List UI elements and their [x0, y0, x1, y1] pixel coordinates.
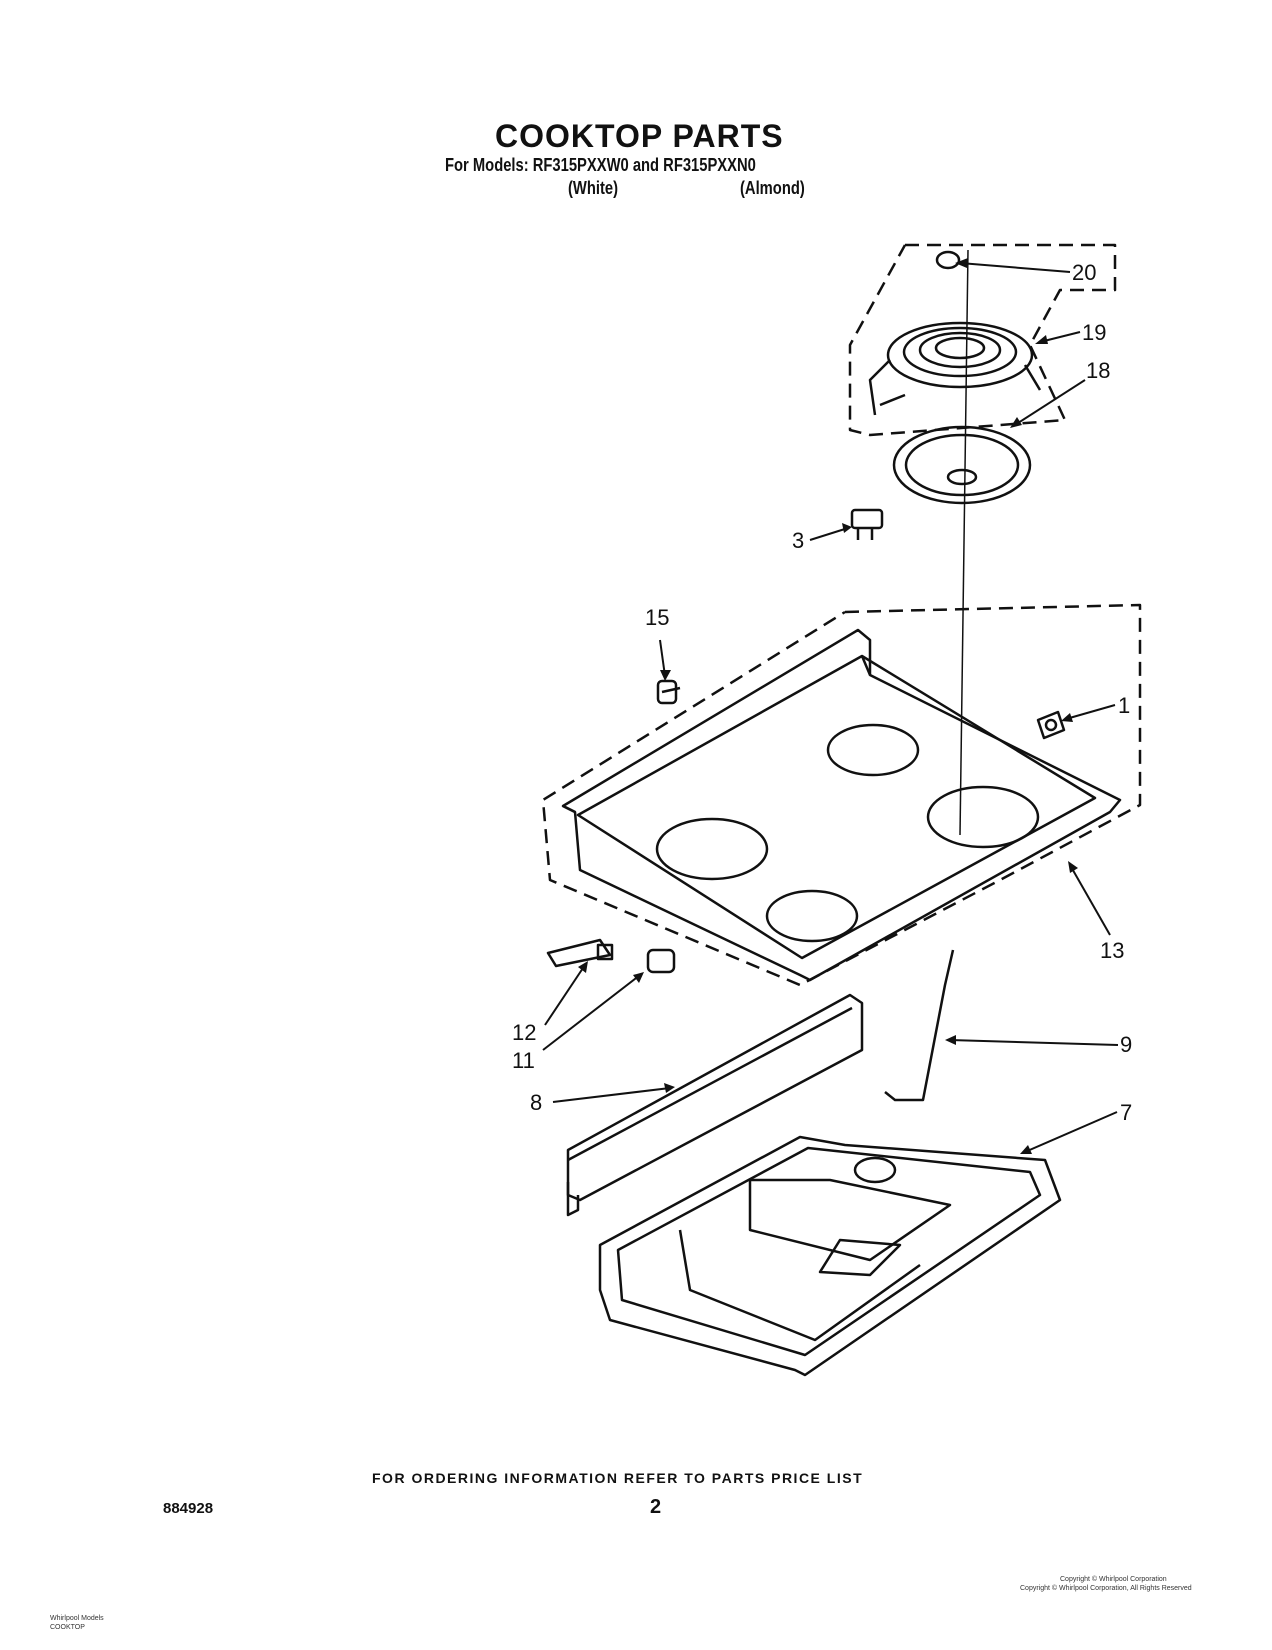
leader-arrowheads — [578, 258, 1078, 1154]
callout-8: 8 — [530, 1090, 542, 1115]
leader-lines — [542, 262, 1119, 1153]
fine-print-right-1: Copyright © Whirlpool Corporation — [1060, 1576, 1167, 1583]
callout-20: 20 — [1072, 260, 1096, 285]
models-line: For Models: RF315PXXW0 and RF315PXXN0 — [445, 155, 756, 175]
fine-print-left-2: COOKTOP — [50, 1624, 85, 1631]
callout-19: 19 — [1082, 320, 1106, 345]
part-18-drip-bowl — [892, 425, 1032, 505]
page-title: COOKTOP PARTS — [495, 118, 784, 154]
callout-7: 7 — [1120, 1100, 1132, 1125]
callout-18: 18 — [1086, 358, 1110, 383]
fine-print-right-2: Copyright © Whirlpool Corporation, All R… — [1020, 1585, 1192, 1592]
part-11-spacer — [646, 948, 676, 974]
part-20-cap — [935, 250, 961, 270]
part-7-pan — [598, 1135, 1062, 1377]
part-9-rod — [884, 949, 955, 1102]
fine-print-left-1: Whirlpool Models — [50, 1615, 104, 1622]
ordering-info: FOR ORDERING INFORMATION REFER TO PARTS … — [372, 1470, 864, 1486]
page-number: 2 — [650, 1496, 662, 1518]
part-3-receptacle — [850, 508, 884, 540]
part-1-bracket — [1036, 710, 1066, 740]
callout-9: 9 — [1120, 1032, 1132, 1057]
color-white: (White) — [568, 178, 619, 198]
callout-13: 13 — [1100, 938, 1124, 963]
element-group-outline — [848, 243, 1117, 437]
document-number: 884928 — [163, 1500, 214, 1517]
callout-12: 12 — [512, 1020, 536, 1045]
cooktop-outline — [541, 603, 1142, 987]
callout-11: 11 — [512, 1048, 535, 1073]
part-8-front-panel — [566, 993, 864, 1217]
callout-15: 15 — [645, 605, 669, 630]
callout-1: 1 — [1118, 693, 1130, 718]
part-15-clip — [656, 679, 681, 705]
color-almond: (Almond) — [740, 178, 805, 198]
callout-3: 3 — [792, 528, 804, 553]
part-19-surface-element — [868, 321, 1042, 416]
part-13-cooktop — [561, 628, 1122, 982]
part-12-hinge — [546, 938, 614, 968]
